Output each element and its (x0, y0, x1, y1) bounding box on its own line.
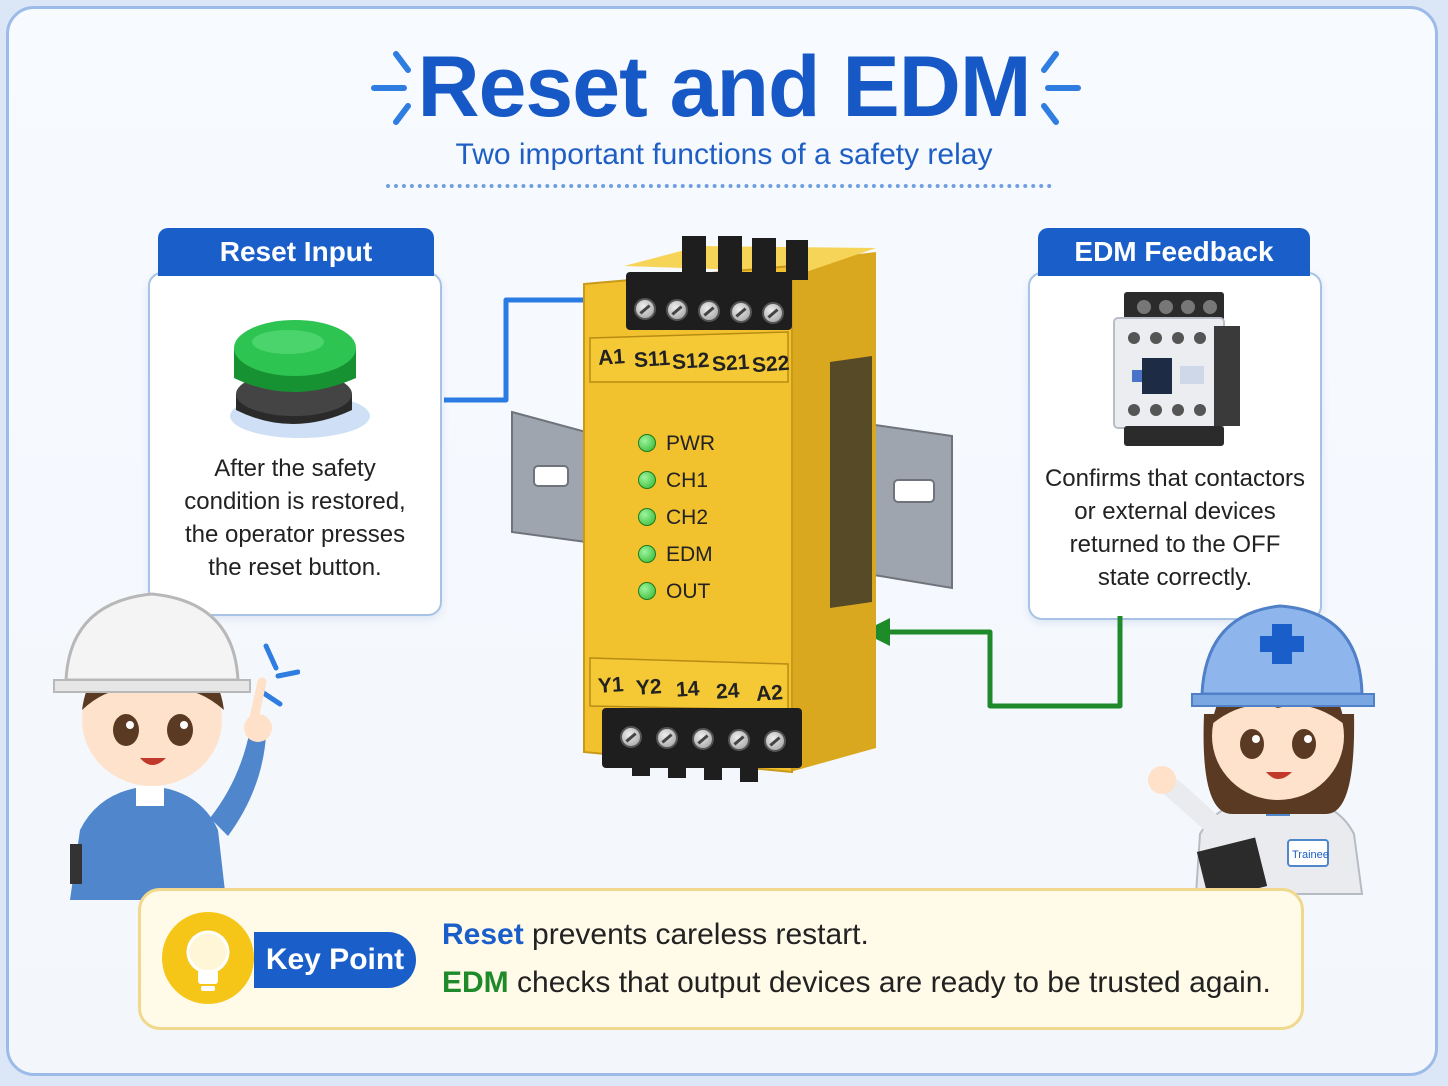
reset-button-icon (230, 320, 370, 438)
terminal-screw-icon (692, 728, 714, 750)
terminal-screw-icon (656, 727, 678, 749)
male-worker-character (53, 592, 300, 900)
terminal-a1: A1 (597, 345, 626, 370)
edm-feedback-tab: EDM Feedback (1038, 228, 1310, 276)
terminal-s11: S11 (633, 346, 671, 373)
terminal-screw-icon (730, 301, 752, 323)
key-point-line-2: EDM checks that output devices are ready… (442, 966, 1271, 1000)
right-sparkle-icon (1041, 51, 1081, 125)
edm-feedback-arrow (862, 616, 1123, 709)
reset-description: After the safety condition is restored, … (184, 455, 406, 581)
terminal-screw-icon (620, 726, 642, 748)
key-point-tag: Key Point (254, 932, 416, 988)
lightbulb-icon (162, 912, 254, 1004)
safety-relay (583, 236, 876, 782)
trainee-badge: Trainee (1292, 849, 1329, 861)
female-worker-character: Trainee (1148, 604, 1375, 901)
key-point-line-2-text: checks that output devices are ready to … (508, 966, 1271, 999)
terminal-screw-icon (762, 302, 784, 324)
keyword-reset: Reset (442, 918, 524, 951)
terminal-y1: Y1 (597, 673, 625, 698)
terminal-24: 24 (715, 679, 741, 704)
led-label-edm: EDM (666, 543, 713, 566)
led-edm-icon (638, 545, 656, 563)
led-label-ch1: CH1 (666, 469, 709, 492)
terminal-s21: S21 (711, 350, 751, 377)
page-subtitle: Two important functions of a safety rela… (455, 138, 993, 171)
contactor-icon (1113, 292, 1240, 446)
key-point-line-1-text: prevents careless restart. (523, 918, 869, 951)
terminal-screw-icon (666, 299, 688, 321)
terminal-screw-icon (698, 300, 720, 322)
terminal-screw-icon (728, 729, 750, 751)
title-divider (386, 184, 1052, 188)
terminal-screw-icon (634, 298, 656, 320)
edm-description: Confirms that contactors or external dev… (1044, 465, 1306, 591)
terminal-s22: S22 (751, 351, 791, 378)
page-title: Reset and EDM (417, 39, 1031, 135)
terminal-s12: S12 (671, 348, 711, 375)
terminal-screw-icon (764, 730, 786, 752)
terminal-a2: A2 (755, 681, 784, 706)
keyword-edm: EDM (442, 966, 509, 999)
led-label-pwr: PWR (666, 432, 715, 455)
led-ch2-icon (638, 508, 656, 526)
terminal-y2: Y2 (635, 675, 663, 700)
left-sparkle-icon (371, 51, 411, 125)
terminal-14: 14 (675, 677, 701, 702)
led-out-icon (638, 582, 656, 600)
key-point-line-1: Reset prevents careless restart. (442, 918, 869, 952)
led-label-ch2: CH2 (666, 506, 709, 529)
led-pwr-icon (638, 434, 656, 452)
reset-input-tab: Reset Input (158, 228, 434, 276)
led-label-out: OUT (666, 580, 711, 603)
led-ch1-icon (638, 471, 656, 489)
